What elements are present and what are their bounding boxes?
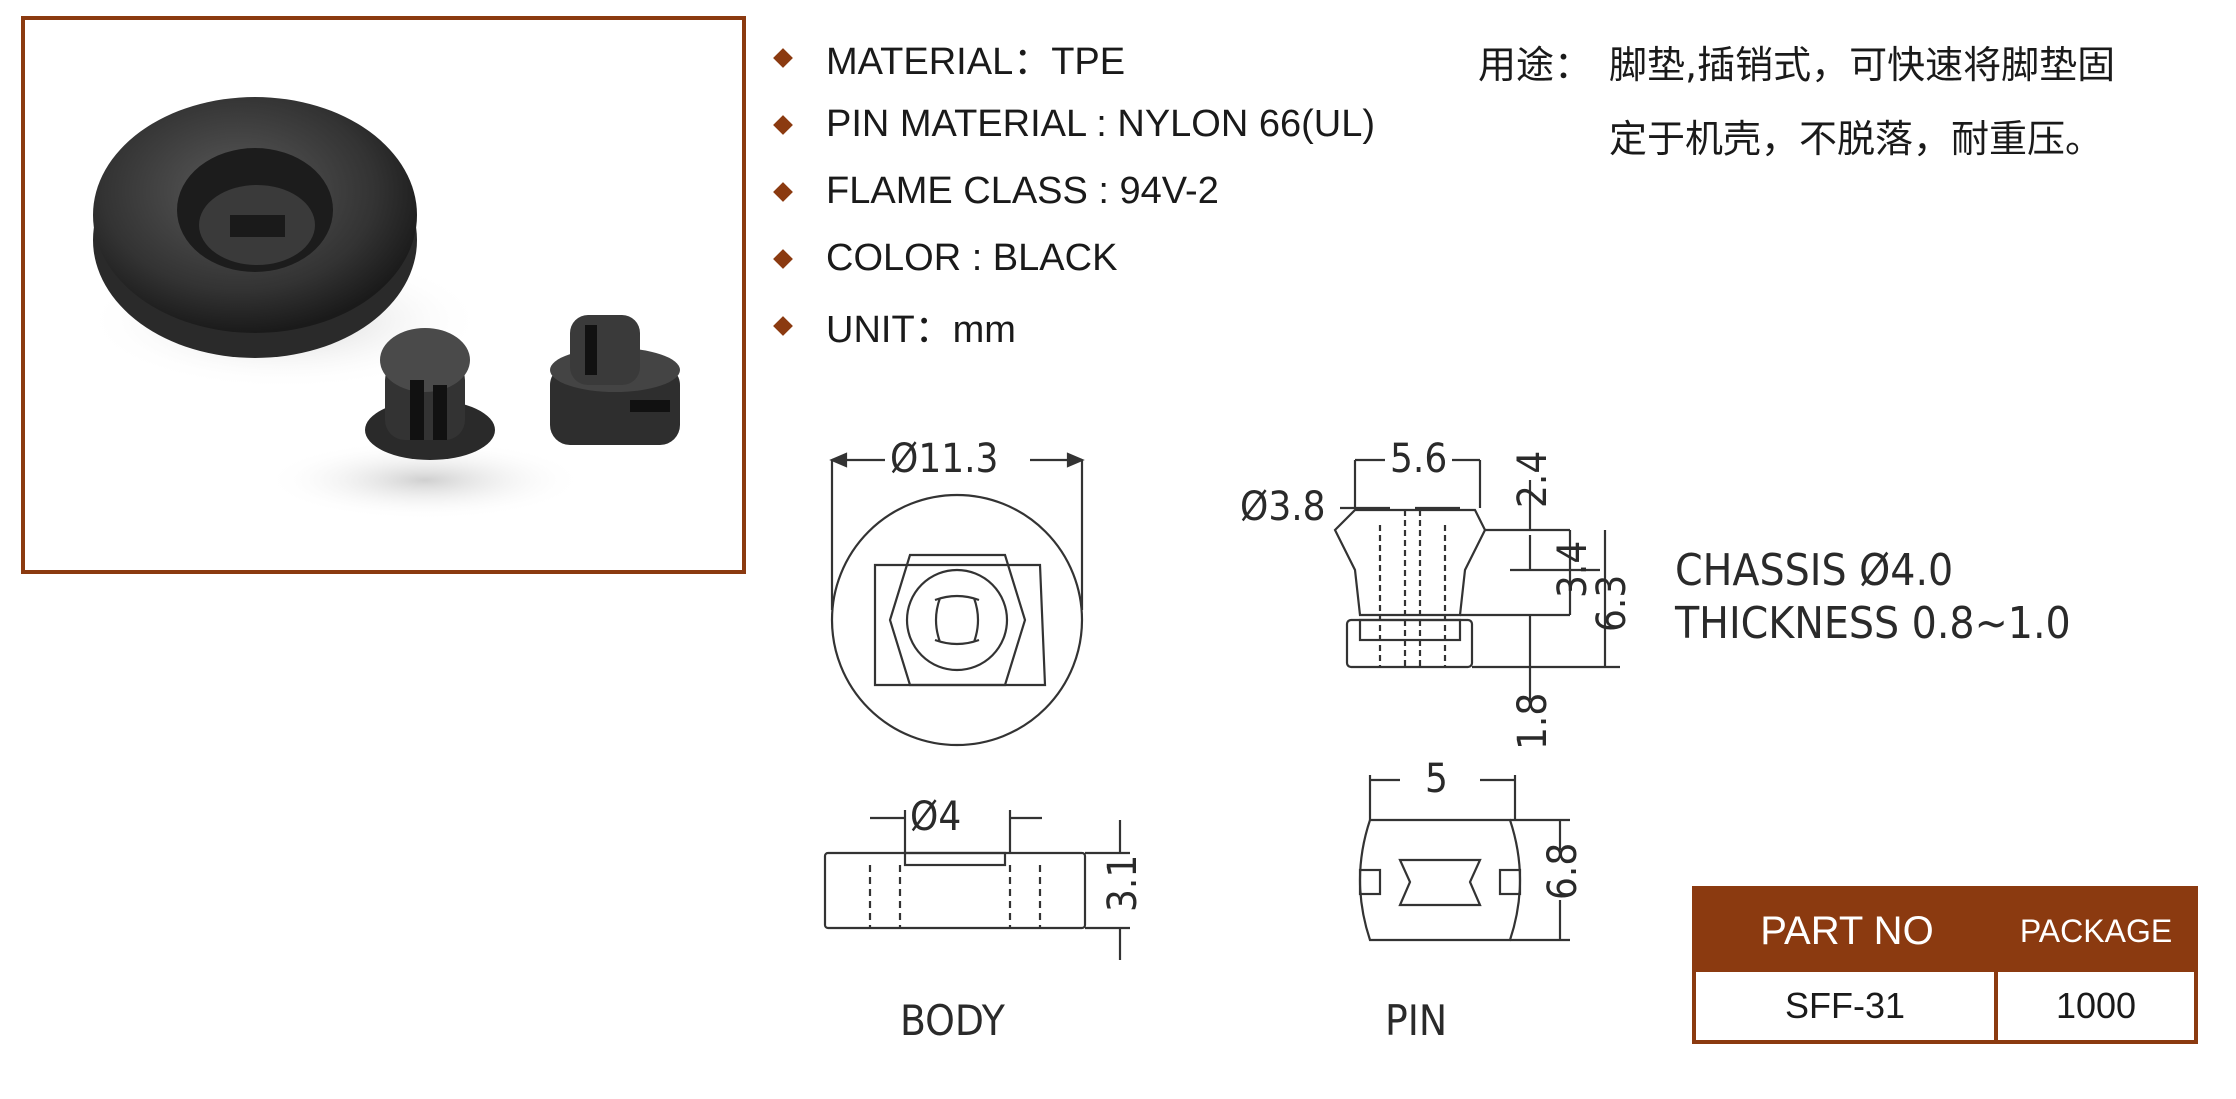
- diamond-bullet-icon: [773, 315, 793, 336]
- spec-item-pin-material: PIN MATERIAL : NYLON 66(UL): [770, 91, 1450, 158]
- pin-top-width-label: 5.6: [1390, 436, 1447, 482]
- usage-line-2: 定于机壳，不脱落，耐重压。: [1609, 117, 2104, 161]
- part-number-table: PART NO PACKAGE SFF-31 1000: [1692, 886, 2198, 1044]
- pin-bottom-view: [1358, 775, 1570, 942]
- header-package: PACKAGE: [1998, 890, 2194, 972]
- diamond-bullet-icon: [773, 47, 793, 68]
- body-hole-label: Ø4: [910, 794, 961, 840]
- pin-dim-b-label: 3.4: [1550, 541, 1596, 598]
- spec-item-unit: UNIT：mm: [770, 292, 1450, 359]
- spec-text: UNIT：mm: [826, 309, 1016, 351]
- diamond-bullet-icon: [773, 181, 793, 202]
- pin-dim-a-label: 2.4: [1510, 451, 1556, 508]
- body-side-view: [823, 810, 1130, 960]
- technical-drawing: Ø11.3 Ø4 3.1 BODY 5.6 Ø3.8 2.4 3.4 6.3 1…: [780, 420, 2140, 1060]
- body-top-view: [829, 452, 1085, 747]
- spec-item-color: COLOR : BLACK: [770, 225, 1450, 292]
- pin-head-diameter-label: Ø3.8: [1240, 484, 1326, 530]
- pin-dim-c-label: 6.3: [1589, 575, 1635, 632]
- cell-package: 1000: [1998, 972, 2194, 1040]
- pin-dim-d-label: 1.8: [1510, 693, 1556, 750]
- usage-line-1: 脚垫,插销式，可快速将脚垫固: [1609, 43, 2116, 87]
- pin-side-view: [1333, 458, 1620, 700]
- header-part-no: PART NO: [1696, 890, 1998, 972]
- spec-item-material: MATERIAL：TPE: [770, 24, 1450, 91]
- body-caption: BODY: [900, 996, 1006, 1045]
- diamond-bullet-icon: [773, 114, 793, 135]
- body-height-label: 3.1: [1100, 855, 1146, 912]
- pin-bottom-width-label: 5: [1425, 756, 1448, 802]
- spec-text: PIN MATERIAL : NYLON 66(UL): [826, 103, 1376, 145]
- pin-caption: PIN: [1385, 996, 1447, 1045]
- body-diameter-label: Ø11.3: [890, 436, 998, 482]
- chassis-label: CHASSIS Ø4.0: [1675, 545, 1953, 596]
- dimension-drawing: Ø11.3 Ø4 3.1 BODY 5.6 Ø3.8 2.4 3.4 6.3 1…: [823, 436, 2071, 1045]
- pin-bottom-height-label: 6.8: [1540, 843, 1586, 900]
- spec-list: MATERIAL：TPE PIN MATERIAL : NYLON 66(UL)…: [770, 24, 1450, 359]
- spec-text: COLOR : BLACK: [826, 237, 1118, 279]
- cell-part-no: SFF-31: [1696, 972, 1998, 1040]
- product-photo-image: [85, 97, 680, 520]
- diamond-bullet-icon: [773, 248, 793, 269]
- spec-text: MATERIAL：TPE: [826, 41, 1126, 83]
- spec-item-flame-class: FLAME CLASS : 94V-2: [770, 158, 1450, 225]
- spec-text: FLAME CLASS : 94V-2: [826, 170, 1219, 212]
- usage-label: 用途：: [1478, 43, 1593, 87]
- product-photo: [21, 16, 746, 574]
- thickness-label: THICKNESS 0.8~1.0: [1674, 598, 2071, 649]
